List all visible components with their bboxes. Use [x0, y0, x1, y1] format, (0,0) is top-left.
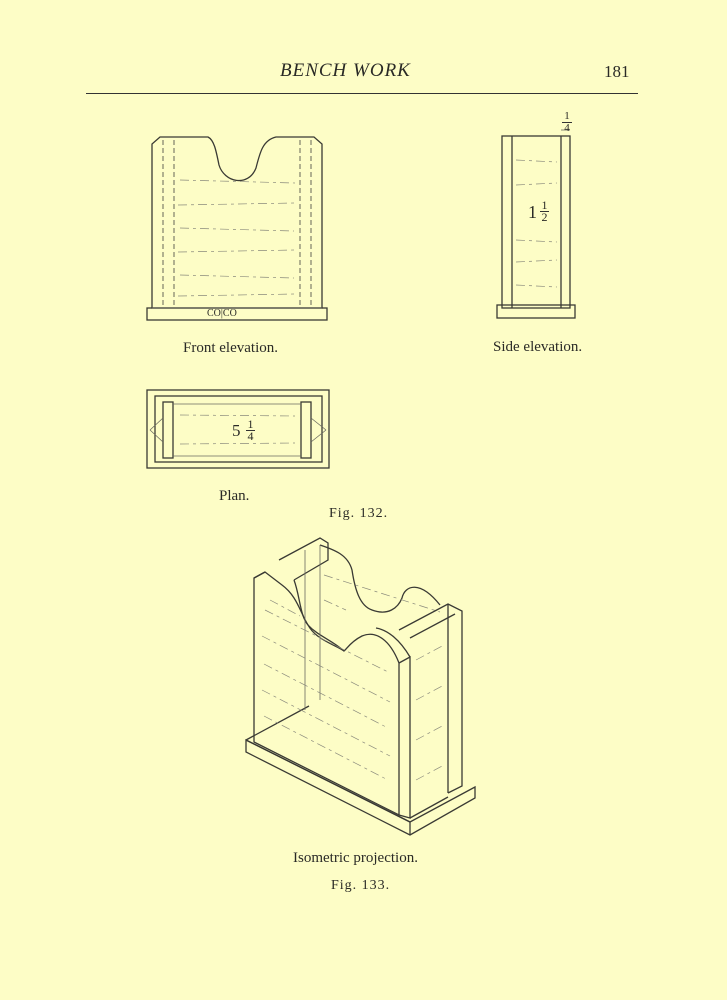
side-dim-top-numerator: 1	[564, 110, 570, 122]
side-dim-top-denominator: 4	[564, 122, 570, 134]
plan-dim-whole: 5	[232, 421, 241, 440]
isometric-caption: Isometric projection.	[293, 850, 418, 866]
running-head: BENCH WORK 181	[0, 58, 727, 88]
figure-132-label: Fig. 132.	[329, 506, 389, 521]
side-dim-middle-numerator: 1	[541, 198, 548, 212]
side-dim-middle-denominator: 2	[541, 210, 548, 224]
plan-dim-denominator: 4	[247, 429, 254, 443]
side-elevation-caption: Side elevation.	[493, 339, 583, 355]
plan-dim-numerator: 1	[247, 417, 254, 431]
figure-133-label: Fig. 133.	[331, 878, 391, 893]
side-dim-whole: 1	[528, 202, 537, 222]
page-header-title: BENCH WORK	[280, 60, 411, 81]
side-dimension-top: 1 4	[560, 110, 574, 134]
page-number: 181	[604, 62, 630, 81]
plan-dimension-fraction: 1 4	[245, 417, 256, 443]
front-elevation-caption: Front elevation.	[183, 340, 278, 356]
front-base-mark: CO|CO	[207, 308, 237, 319]
plan-caption: Plan.	[219, 488, 250, 504]
header-rule	[86, 93, 638, 94]
side-dimension-middle-fraction: 1 2	[539, 198, 550, 224]
